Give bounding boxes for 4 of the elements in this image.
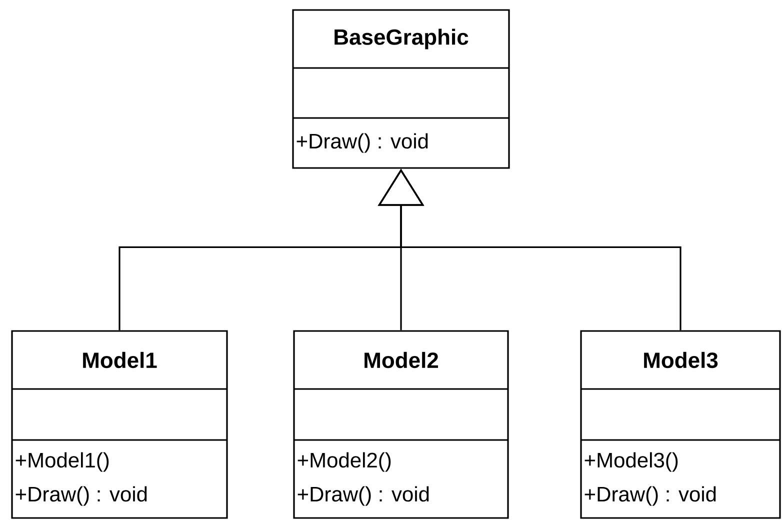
class-box: BaseGraphic +Draw() : void	[292, 9, 510, 169]
class-box: Model3 +Model3() +Draw() : void	[580, 330, 781, 519]
class-box: Model1 +Model1() +Draw() : void	[11, 330, 228, 519]
class-box: Model2 +Model2() +Draw() : void	[293, 330, 509, 519]
